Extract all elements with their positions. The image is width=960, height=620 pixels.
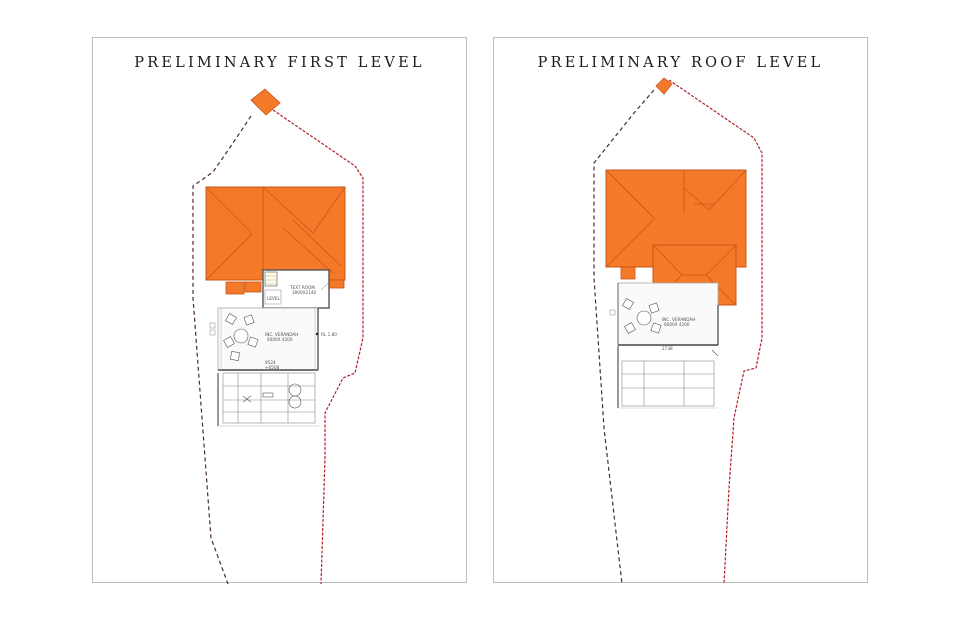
stair-landing — [264, 289, 282, 305]
verandah-size-label: 6000X 4200 — [267, 337, 293, 342]
outdoor-furniture — [242, 383, 302, 409]
boundary-dashed-west — [593, 89, 655, 584]
stair-label: LEVEL — [267, 296, 280, 301]
dimension-b: +650B — [265, 365, 280, 370]
room-name-label: TEXT ROOM — [289, 285, 315, 290]
rl-label: RL 1.80 — [321, 332, 337, 337]
first-level-plan: LEVEL TEXT ROOM 3900X2140 INC. VERANDAH … — [192, 88, 364, 584]
roof-ridge-lines — [205, 186, 346, 281]
dimension-label: 2738 — [662, 346, 673, 351]
roof-level-plan: INC. VERANDAH 6000X 4200 2738 — [593, 77, 763, 584]
verandah: INC. VERANDAH 6000X 4200 RL 1.80 — [209, 307, 337, 371]
roof-level-sheet: PRELIMINARY ROOF LEVEL — [493, 37, 868, 584]
boundary-red-east — [272, 109, 364, 584]
lower-pergola — [617, 346, 719, 409]
site-boundary — [192, 109, 364, 584]
roof-eave-mid — [244, 281, 262, 293]
boundary-red-east — [668, 79, 763, 584]
verandah-name-label: INC. VERANDAH — [265, 332, 298, 337]
boundary-dashed-west — [192, 115, 252, 584]
room-size-label: 3900X2140 — [292, 290, 317, 295]
apex-structure — [655, 77, 673, 95]
rl-marker — [315, 332, 319, 336]
verandah-size-label: 6000X 4200 — [664, 322, 690, 327]
main-roof-body — [205, 186, 346, 281]
roof-eave-west — [620, 266, 636, 280]
apex-structure — [250, 88, 281, 116]
first-level-title: PRELIMINARY FIRST LEVEL — [134, 55, 425, 71]
first-level-sheet: PRELIMINARY FIRST LEVEL — [92, 37, 467, 584]
roof-eave-west — [225, 281, 245, 295]
stair-block — [264, 271, 278, 287]
verandah: INC. VERANDAH 6000X 4200 — [609, 282, 719, 346]
lounge-furniture — [223, 313, 259, 361]
lower-pergola — [217, 372, 319, 427]
stair-room: LEVEL TEXT ROOM 3900X2140 — [262, 269, 330, 309]
roof-level-title: PRELIMINARY ROOF LEVEL — [537, 55, 824, 71]
dimension-a: 9524 — [265, 360, 276, 365]
verandah-name-label: INC. VERANDAH — [662, 317, 695, 322]
site-boundary — [593, 79, 763, 584]
lounge-furniture — [622, 298, 662, 334]
